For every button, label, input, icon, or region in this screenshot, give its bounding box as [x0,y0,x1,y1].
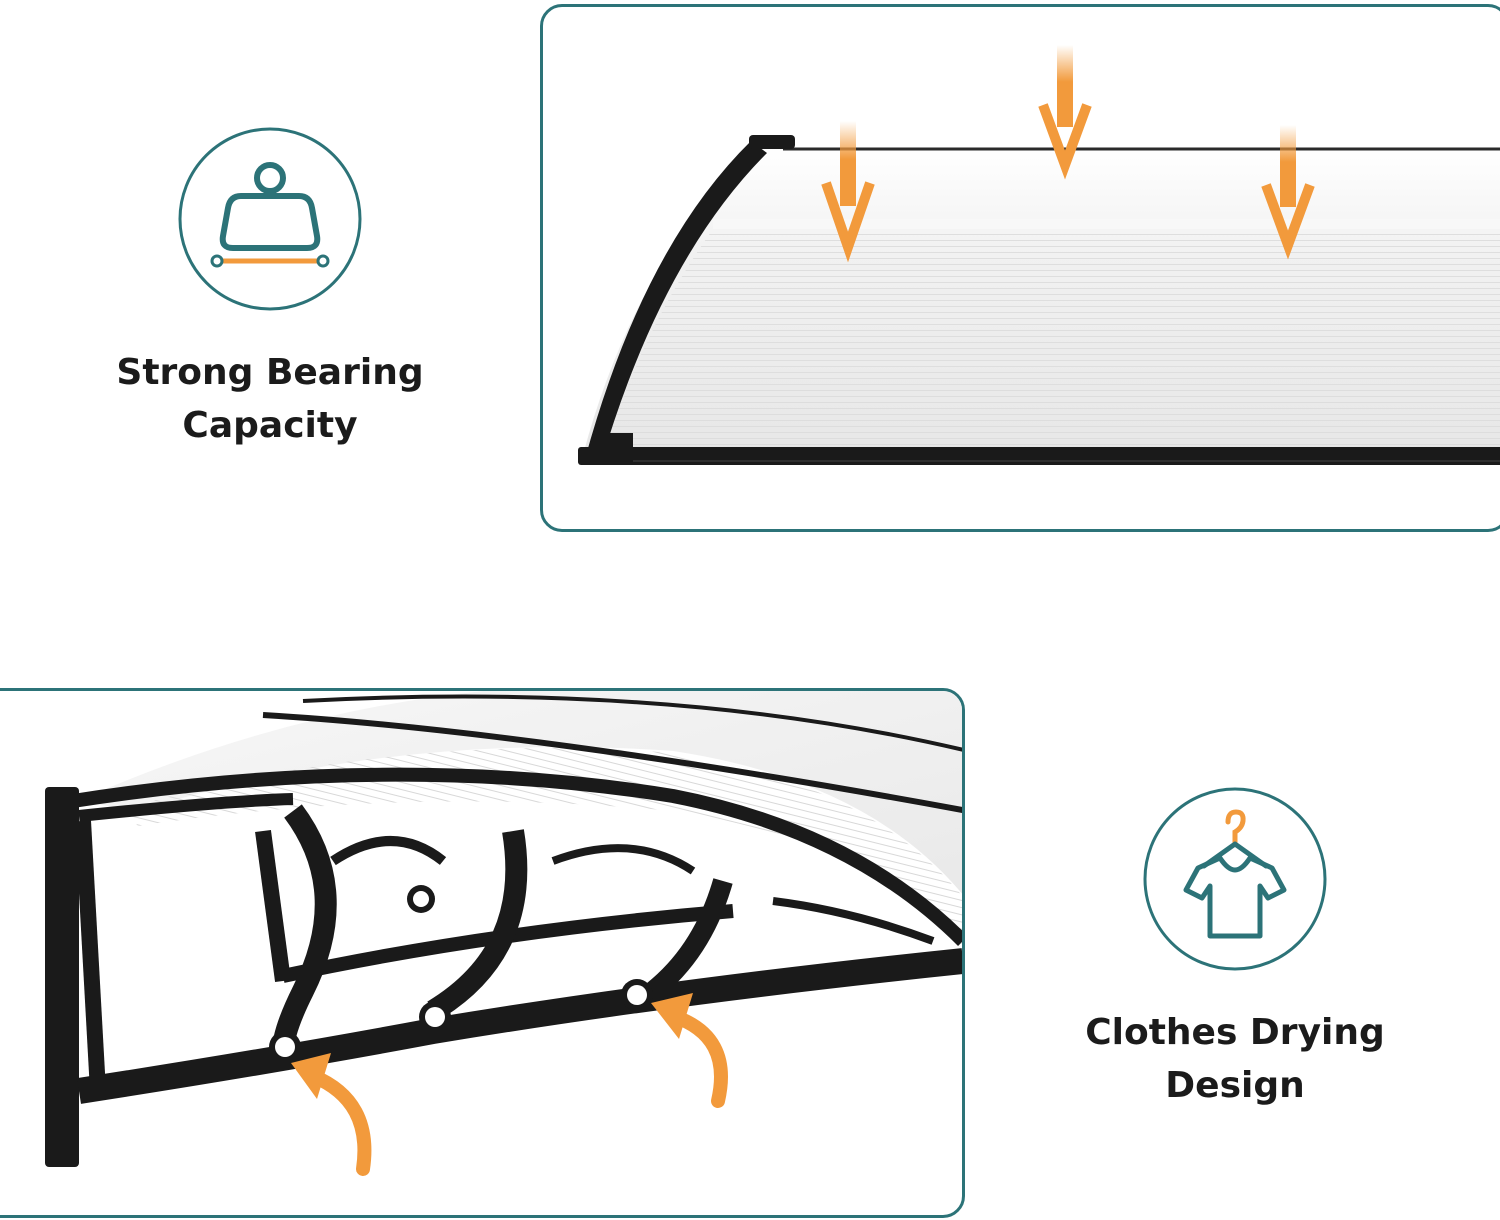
bracket-photo [0,688,965,1218]
hanging-hole [627,985,647,1005]
bracket-arm [77,948,962,1104]
polycarbonate-sheet [78,691,962,894]
down-arrow-icon [1038,45,1092,180]
weight-icon [178,127,362,311]
sheet-flutes [123,748,962,945]
sheet-flutes [603,229,1500,455]
bracket-illustration [45,691,962,1176]
front-edge [71,767,962,946]
down-arrow-icon [1261,125,1315,260]
feature-title-line2: Design [1165,1065,1305,1106]
down-arrow-icon [821,121,875,263]
wall-plate [45,787,79,1167]
frame-foot [603,433,633,449]
sheet-ridge [713,219,1500,229]
feature-strong-bearing: Strong Bearing Capacity [90,126,450,452]
feature-title-line1: Strong Bearing [116,352,424,393]
feature-title: Clothes Drying Design [1040,1006,1430,1112]
curved-arrow-icon [651,993,728,1108]
bottom-frame [578,447,1500,465]
feature-clothes-drying: Clothes Drying Design [1040,786,1430,1112]
hanger-shirt-icon [1143,787,1327,971]
frame-top-cap [749,135,795,149]
hanging-hole [275,1037,295,1057]
curved-arrow-icon [291,1053,372,1176]
curved-frame [585,141,767,463]
canopy-top-photo [540,4,1500,532]
canopy-top-illustration [578,45,1500,465]
feature-title-line1: Clothes Drying [1085,1012,1385,1053]
feature-title: Strong Bearing Capacity [90,346,450,452]
hanging-hole [425,1007,445,1027]
feature-title-line2: Capacity [182,405,358,446]
